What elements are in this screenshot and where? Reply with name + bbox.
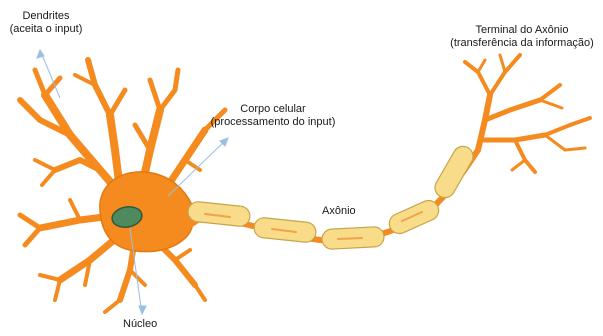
cell-body-label-title: Corpo celular <box>198 103 348 116</box>
dendrites-label-desc: (aceita o input) <box>6 23 86 36</box>
dendrites-label-title: Dendrites <box>6 10 86 23</box>
myelin-segment <box>386 197 442 236</box>
axon-terminal-label-desc: (transferência da informação) <box>442 37 602 50</box>
myelin-sheath <box>187 143 477 250</box>
axon-terminal <box>465 55 590 172</box>
nucleus-label: Núcleo <box>123 318 157 331</box>
axon-label: Axônio <box>322 205 356 218</box>
myelin-segment <box>431 143 476 201</box>
axon-terminal-label-title: Terminal do Axônio <box>442 24 602 37</box>
cell-body-label-desc: (processamento do input) <box>198 116 348 129</box>
cell-body-label: Corpo celular (processamento do input) <box>198 103 348 129</box>
axon-terminal-label: Terminal do Axônio (transferência da inf… <box>442 24 602 50</box>
axon-core <box>195 150 478 241</box>
dendrites-label: Dendrites (aceita o input) <box>6 10 86 36</box>
